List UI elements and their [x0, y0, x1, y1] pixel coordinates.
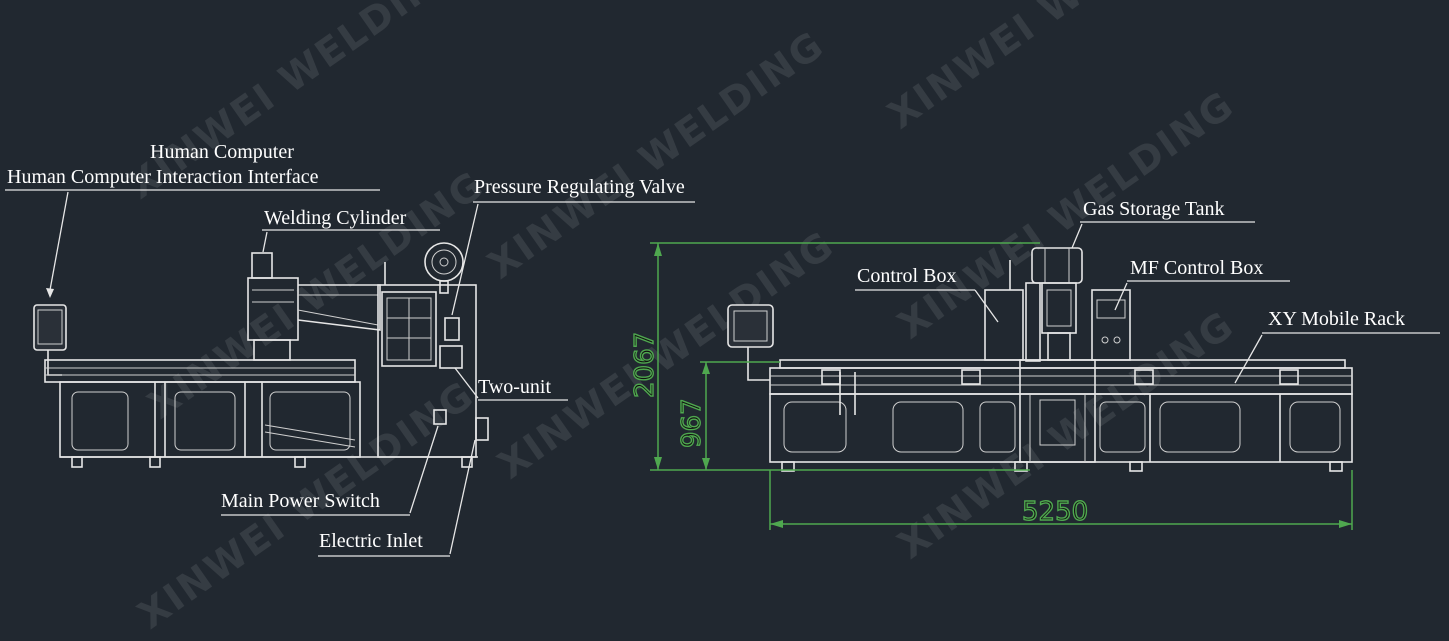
overall-height-value: 2067 — [630, 332, 660, 398]
hci-top-label: Human Computer — [150, 141, 294, 163]
two-unit-label: Two-unit — [478, 376, 551, 398]
control-box-leader — [855, 289, 999, 323]
main-power-leader — [221, 425, 439, 516]
electric-inlet — [475, 417, 489, 441]
table-height-value: 967 — [677, 398, 707, 448]
control-box-label: Control Box — [857, 265, 956, 287]
hmi-panel-right — [727, 304, 774, 348]
main-power-label: Main Power Switch — [221, 490, 380, 512]
xy-rack-body — [769, 367, 1353, 395]
watermark: XINWEI WELDING — [890, 302, 1242, 567]
xy-rack-leader — [1234, 332, 1440, 384]
electric-inlet-label: Electric Inlet — [319, 530, 423, 552]
mf-control-box — [1091, 289, 1131, 361]
hmi-panel — [33, 304, 67, 351]
pressure-valve-label: Pressure Regulating Valve — [474, 176, 685, 198]
two-unit-leader — [454, 367, 568, 401]
xy-rack-label: XY Mobile Rack — [1268, 308, 1405, 330]
pressure-gauge — [424, 242, 464, 282]
mf-control-box-label: MF Control Box — [1130, 257, 1263, 279]
left-machine — [33, 242, 489, 468]
pressure-valve-leader — [451, 201, 695, 316]
watermarks: XINWEI WELDING XINWEI WELDING XINWEI WEL… — [120, 0, 1242, 637]
gas-tank-leader — [1071, 221, 1255, 249]
mf-control-box-leader — [1114, 280, 1290, 311]
right-machine — [727, 247, 1353, 472]
welding-cylinder-label: Welding Cylinder — [264, 207, 407, 229]
left-labels: Human Computer Human Computer Interactio… — [7, 141, 685, 552]
right-labels: Gas Storage Tank Control Box MF Control … — [857, 198, 1405, 330]
gas-tank-label: Gas Storage Tank — [1083, 198, 1225, 220]
hci-leader — [5, 189, 380, 291]
regulating-valve — [444, 317, 460, 341]
watermark: XINWEI WELDING — [490, 222, 842, 487]
hci-label: Human Computer Interaction Interface — [7, 166, 319, 188]
right-leaders — [855, 221, 1440, 384]
main-power-switch — [433, 409, 447, 425]
welding-cylinder — [251, 252, 273, 279]
dimensions: 2067 967 5250 — [629, 242, 1353, 530]
left-cabinet — [377, 284, 477, 458]
welding-cylinder-leader — [262, 229, 440, 253]
left-leaders — [5, 189, 695, 557]
electric-inlet-leader — [318, 439, 476, 557]
control-box — [984, 289, 1024, 361]
overall-length-value: 5250 — [1022, 497, 1088, 527]
